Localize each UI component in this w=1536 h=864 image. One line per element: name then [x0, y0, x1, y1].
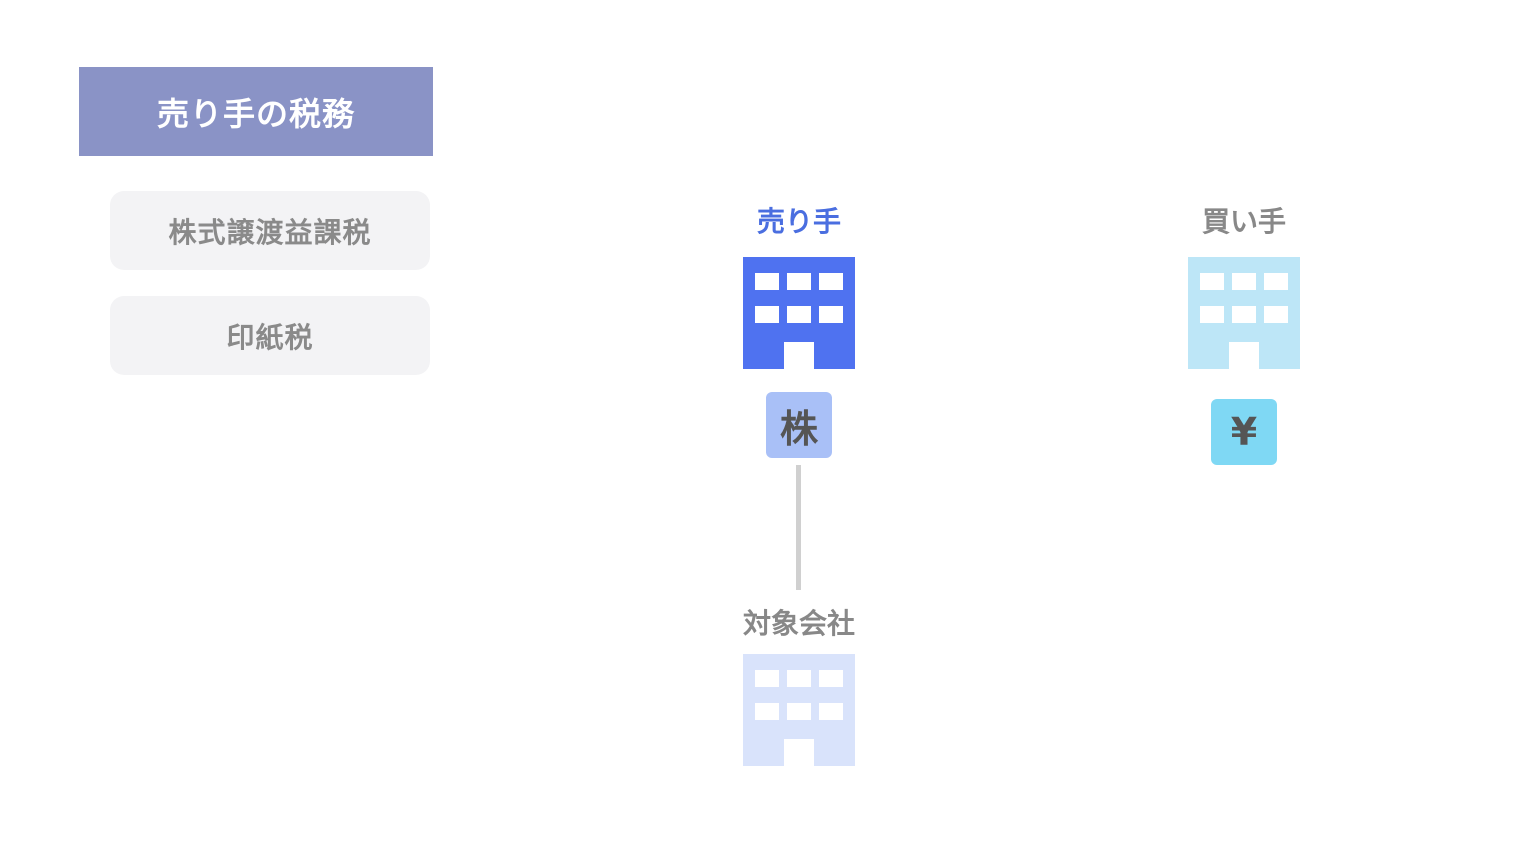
target-label: 対象会社	[742, 607, 855, 640]
tax-item-capital-gains: 株式譲渡益課税	[110, 191, 430, 270]
buyer-label: 買い手	[1201, 205, 1286, 238]
ownership-connector	[796, 465, 801, 590]
target-building-icon	[743, 654, 855, 766]
yen-badge: ¥	[1211, 399, 1277, 465]
seller-building-icon	[743, 257, 855, 369]
share-badge: 株	[766, 392, 832, 458]
tax-item-label: 株式譲渡益課税	[168, 215, 372, 249]
share-badge-text: 株	[779, 406, 818, 451]
section-title: 売り手の税務	[79, 67, 433, 156]
tax-item-label: 印紙税	[226, 320, 314, 354]
yen-badge-text: ¥	[1230, 410, 1258, 454]
tax-item-stamp-duty: 印紙税	[110, 296, 430, 375]
section-title-text: 売り手の税務	[156, 94, 355, 133]
seller-label: 売り手	[756, 205, 841, 238]
buyer-building-icon	[1188, 257, 1300, 369]
